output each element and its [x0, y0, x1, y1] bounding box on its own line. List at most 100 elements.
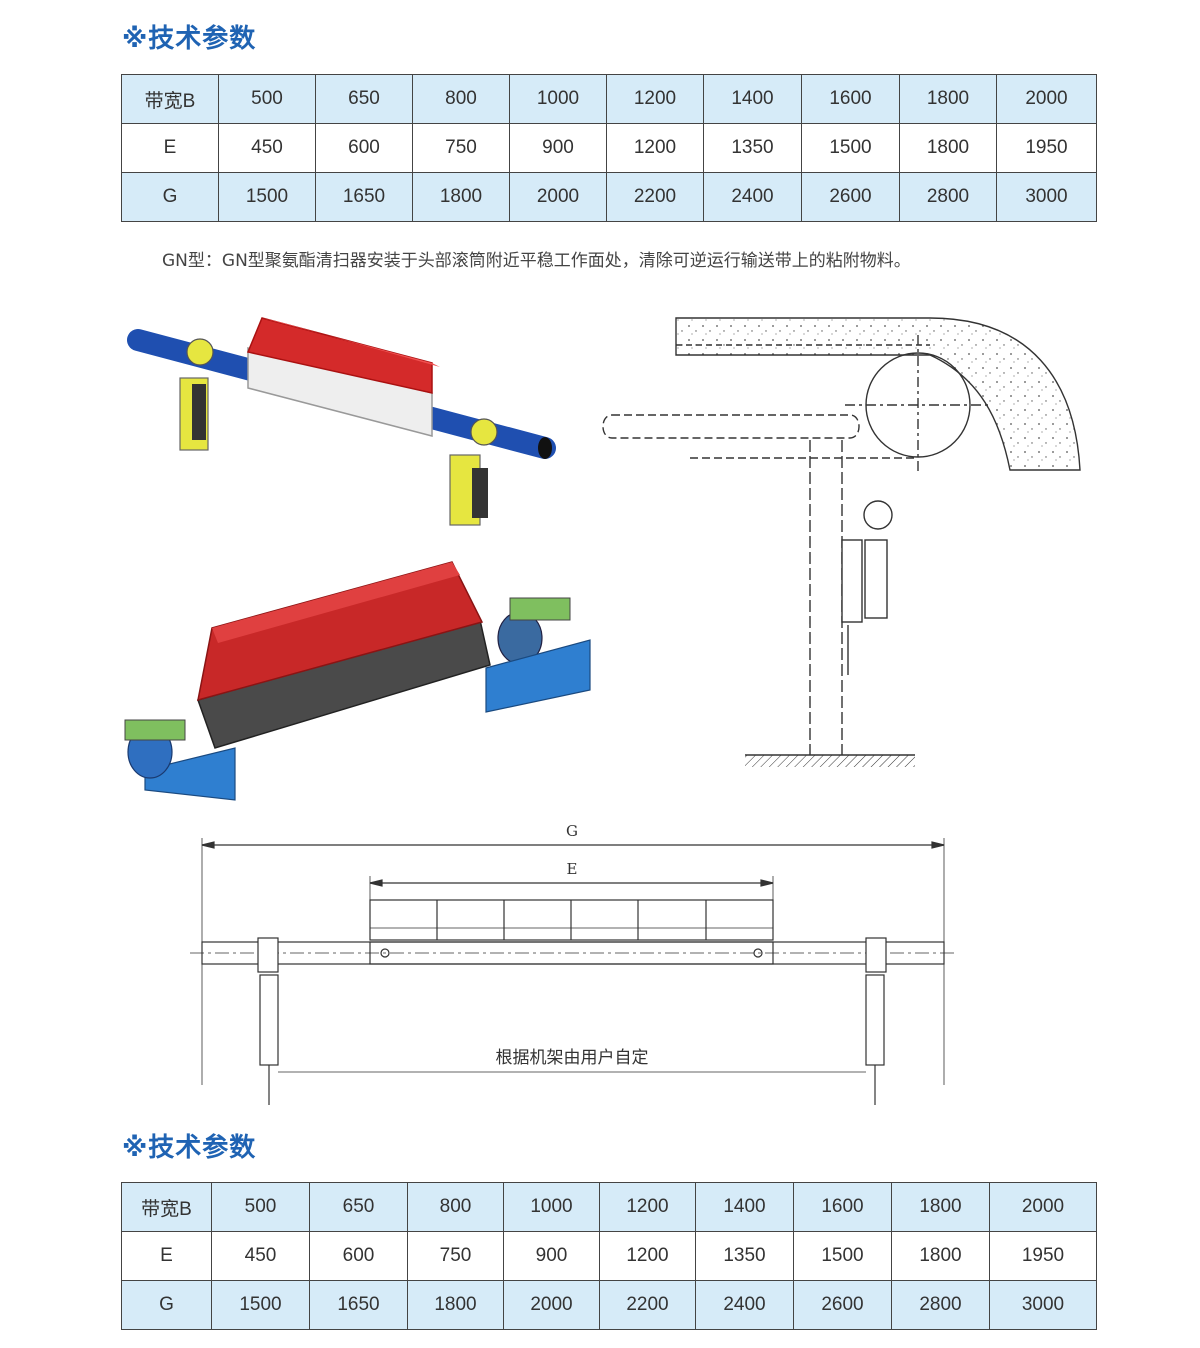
cell: 1000: [509, 74, 607, 124]
cell: 450: [218, 123, 316, 173]
g-arrow-right: [931, 841, 945, 849]
cell: 600: [309, 1231, 408, 1281]
cell: 2000: [996, 74, 1097, 124]
cell: 1200: [599, 1182, 696, 1232]
cell: 800: [412, 74, 510, 124]
installation-side-view: [602, 317, 1081, 767]
row-label: 带宽B: [121, 1182, 212, 1232]
cell: 600: [315, 123, 413, 173]
row-label: E: [121, 123, 219, 173]
blade-ridge: [212, 562, 460, 643]
base-hole: [753, 948, 763, 958]
left-clamp: [186, 338, 214, 366]
cell: 1500: [793, 1231, 892, 1281]
tension-cylinder: [864, 539, 888, 619]
cell: 2600: [793, 1280, 892, 1330]
right-adjuster: [509, 597, 571, 621]
scraper-render-top: [127, 317, 556, 526]
row-e: E 450 600 750 900 1200 1350 1500 1800 19…: [121, 1231, 1097, 1281]
cell: 2000: [989, 1182, 1097, 1232]
right-clamp-block: [865, 937, 887, 973]
right-base: [485, 639, 591, 713]
cell: 1200: [606, 74, 704, 124]
section-title-top: ※技术参数: [122, 24, 257, 54]
row-label: 带宽B: [121, 74, 219, 124]
g-arrow-left: [201, 841, 215, 849]
row-label: G: [121, 1280, 212, 1330]
row-g: G 1500 1650 1800 2000 2200 2400 2600 280…: [121, 1280, 1097, 1330]
base-hole: [380, 948, 390, 958]
row-g: G 1500 1650 1800 2000 2200 2400 2600 280…: [121, 172, 1097, 222]
ground-hatch: [745, 755, 915, 767]
cell: 1350: [703, 123, 802, 173]
cell: 1000: [503, 1182, 600, 1232]
cell: 2200: [606, 172, 704, 222]
left-adjuster: [124, 719, 186, 741]
cell: 1800: [891, 1182, 990, 1232]
cell: 2800: [899, 172, 997, 222]
red-blade: [246, 317, 433, 394]
spec-table-top: 带宽B 500 650 800 1000 1200 1400 1600 1800…: [121, 74, 1097, 222]
frame-beam: [602, 414, 860, 439]
cell: 500: [211, 1182, 310, 1232]
cell: 1600: [801, 74, 900, 124]
dim-label-e: E: [567, 860, 578, 878]
left-tensioner: [259, 974, 279, 1066]
cell: 2800: [891, 1280, 990, 1330]
cell: 1200: [606, 123, 704, 173]
cell: 750: [407, 1231, 504, 1281]
cell: 3000: [996, 172, 1097, 222]
right-spring: [472, 468, 488, 518]
left-spring: [192, 384, 206, 440]
belt-material: [675, 317, 1081, 471]
cell: 1800: [899, 123, 997, 173]
cell: 1600: [793, 1182, 892, 1232]
section-title-bottom: ※技术参数: [122, 1133, 257, 1163]
cell: 900: [503, 1231, 600, 1281]
front-view-drawing: [190, 838, 955, 1105]
cell: 2000: [509, 172, 607, 222]
cell: 1800: [899, 74, 997, 124]
cell: 2400: [695, 1280, 794, 1330]
e-arrow-right: [760, 879, 774, 887]
row-belt-width: 带宽B 500 650 800 1000 1200 1400 1600 1800…: [121, 74, 1097, 124]
mount-plate: [841, 539, 863, 623]
cell: 2400: [703, 172, 802, 222]
cell: 450: [211, 1231, 310, 1281]
cell: 500: [218, 74, 316, 124]
cell: 1800: [407, 1280, 504, 1330]
product-description: GN型：GN型聚氨酯清扫器安装于头部滚筒附近平稳工作面处，清除可逆运行输送带上的…: [162, 251, 911, 271]
row-label: G: [121, 172, 219, 222]
cell: 1650: [309, 1280, 408, 1330]
cell: 1200: [599, 1231, 696, 1281]
row-belt-width: 带宽B 500 650 800 1000 1200 1400 1600 1800…: [121, 1182, 1097, 1232]
cell: 1400: [703, 74, 802, 124]
left-clamp-block: [257, 937, 279, 973]
blade-base: [369, 941, 774, 965]
cell: 650: [309, 1182, 408, 1232]
cell: 2600: [801, 172, 900, 222]
cell: 2000: [503, 1280, 600, 1330]
cell: 1950: [989, 1231, 1097, 1281]
frame-note: 根据机架由用户自定: [496, 1048, 649, 1068]
shaft-end: [538, 437, 552, 459]
dim-label-g: G: [566, 822, 578, 840]
cell: 2200: [599, 1280, 696, 1330]
cell: 1800: [891, 1231, 990, 1281]
cell: 1350: [695, 1231, 794, 1281]
cell: 3000: [989, 1280, 1097, 1330]
e-arrow-left: [369, 879, 383, 887]
scraper-render-bottom: [124, 561, 591, 801]
cell: 1650: [315, 172, 413, 222]
cell: 800: [407, 1182, 504, 1232]
right-tensioner: [865, 974, 885, 1066]
cell: 1400: [695, 1182, 794, 1232]
cell: 1500: [801, 123, 900, 173]
cell: 1500: [218, 172, 316, 222]
right-clamp: [470, 418, 498, 446]
cell: 1500: [211, 1280, 310, 1330]
row-label: E: [121, 1231, 212, 1281]
left-base: [144, 747, 236, 801]
clamp-ring: [863, 500, 893, 530]
